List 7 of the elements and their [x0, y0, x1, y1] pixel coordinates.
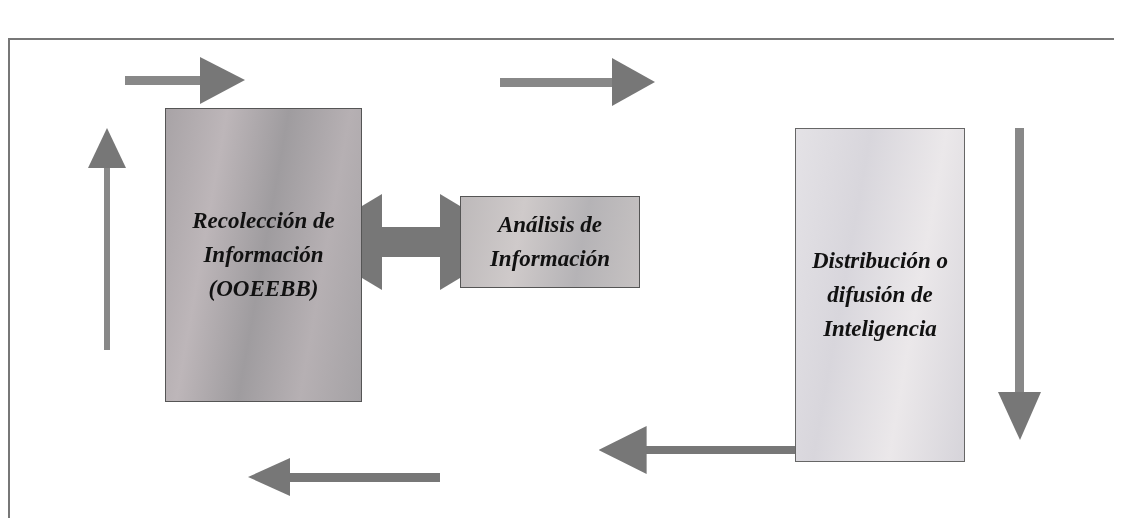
box-label: Distribución o difusión de Inteligencia — [810, 247, 950, 343]
process-box — [165, 108, 362, 402]
box-label: Análisis de Información — [488, 211, 612, 273]
process-box — [460, 196, 640, 288]
process-box — [795, 128, 965, 462]
arrow — [598, 426, 795, 474]
box-label: Recolección de Información (OOEEBB) — [191, 207, 336, 303]
